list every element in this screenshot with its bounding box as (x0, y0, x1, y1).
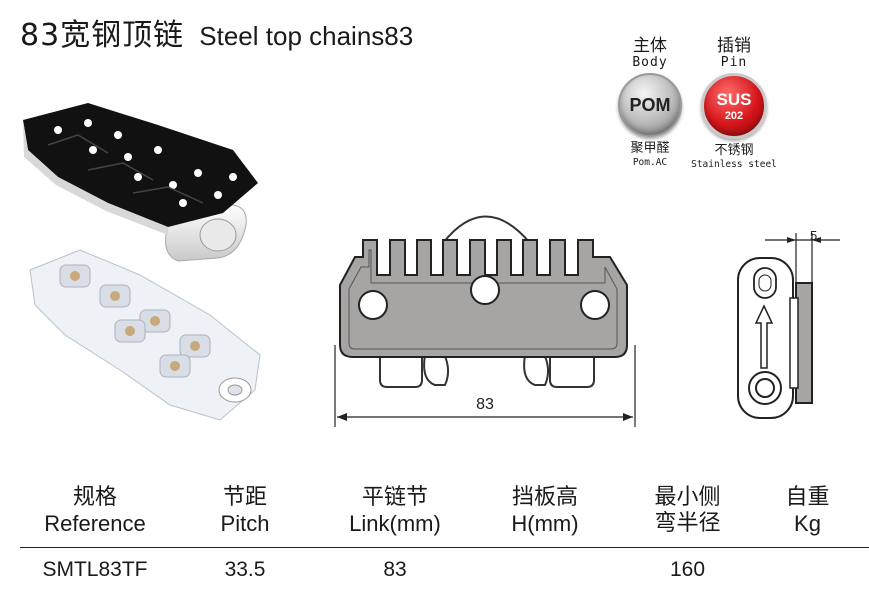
pin-label-en: Pin (720, 55, 748, 70)
col-header-en: Kg (794, 511, 821, 536)
pin-label-zh: 插销 (717, 36, 751, 56)
cell-link: 83 (383, 558, 407, 581)
col-header-zh: 规格 (72, 485, 117, 510)
title-en: Steel top chains83 (199, 21, 414, 51)
cell-pitch: 33.5 (224, 558, 266, 581)
material-body: 主体 Body POM 聚甲醛 Pom.AC (610, 36, 690, 168)
col-header-zh: 自重 (785, 485, 830, 510)
page-title: 83宽钢顶链 Steel top chains83 (20, 10, 413, 54)
col-header-zh: 平链节 (361, 485, 428, 510)
col-header-zh-2: 弯半径 (654, 511, 721, 536)
pin-sub-en: Stainless steel (691, 159, 777, 170)
table-divider (20, 547, 869, 548)
body-label-en: Body (632, 55, 668, 70)
col-header-en: Link(mm) (349, 511, 441, 536)
cell-reference: SMTL83TF (42, 558, 148, 581)
body-sub-zh: 聚甲醛 (630, 141, 670, 156)
col-pitch: 节距 Pitch 33.5 (185, 485, 305, 581)
chain-photo-bottom (29, 249, 261, 421)
sus-badge: SUS 202 (701, 73, 767, 139)
col-header-en: Pitch (220, 511, 270, 536)
front-view-drawing: 83 (334, 215, 636, 427)
sus-badge-num: 202 (724, 110, 744, 122)
material-pin: 插销 Pin SUS 202 不锈钢 Stainless steel (684, 36, 784, 170)
col-radius: 最小侧 弯半径 160 (630, 485, 745, 581)
body-label-zh: 主体 (633, 36, 667, 56)
pin-sub-zh: 不锈钢 (714, 143, 754, 158)
title-zh: 83宽钢顶链 (20, 18, 185, 53)
col-header-zh: 最小侧 (654, 485, 721, 510)
pom-badge-text: POM (629, 94, 671, 115)
col-link: 平链节 Link(mm) 83 (330, 485, 460, 581)
col-weight: 自重 Kg (765, 485, 850, 538)
width-dimension-label: 83 (476, 396, 494, 413)
col-reference: 规格 Reference SMTL83TF (20, 485, 170, 581)
col-header-en: Reference (44, 511, 146, 536)
col-header-zh: 挡板高 (511, 485, 578, 510)
col-header-zh: 节距 (222, 485, 267, 510)
side-view-drawing: 5 (737, 228, 840, 419)
col-header-en: H(mm) (511, 511, 579, 536)
thickness-dimension-label: 5 (810, 228, 817, 243)
pom-badge: POM (618, 73, 682, 137)
cell-radius: 160 (669, 558, 706, 581)
col-height: 挡板高 H(mm) (485, 485, 605, 538)
chain-photo-top (23, 103, 258, 262)
sus-badge-text: SUS (716, 90, 752, 109)
body-sub-en: Pom.AC (632, 157, 668, 168)
